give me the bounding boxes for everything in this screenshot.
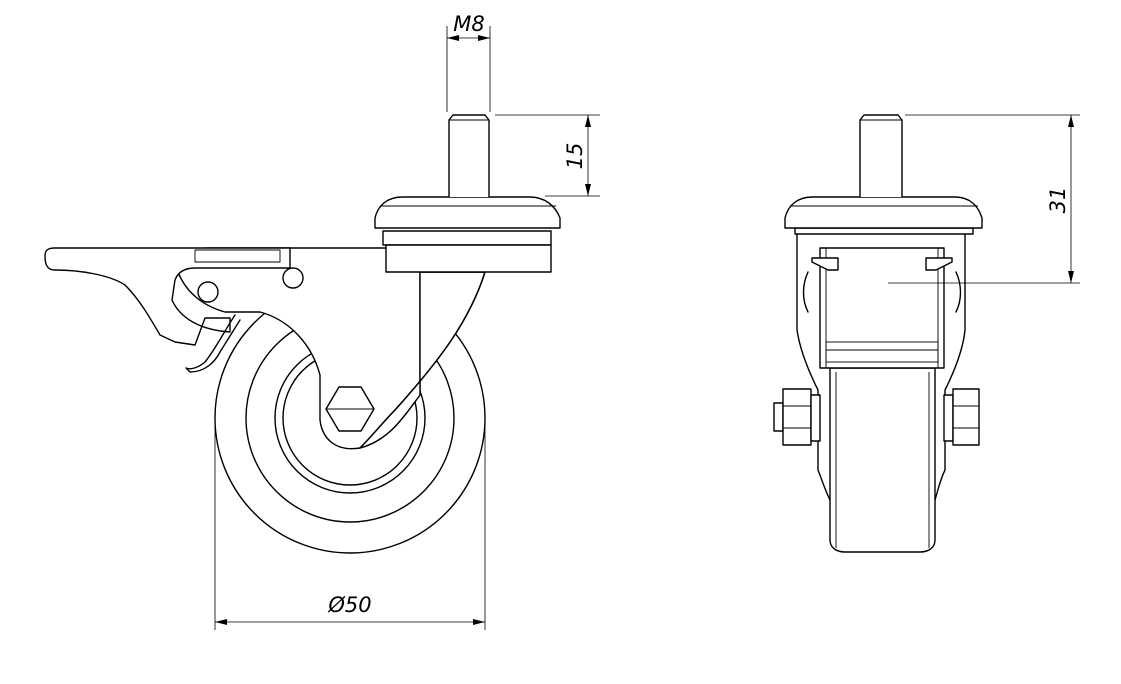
front-wheel (829, 367, 936, 553)
side-stem (448, 114, 490, 197)
front-axle (773, 388, 980, 446)
side-pivot-hole-1 (197, 281, 219, 303)
side-pivot-hole-2 (282, 267, 304, 289)
front-inner-bracket (802, 247, 962, 369)
side-brake-spring (185, 314, 241, 373)
dimension-offset-label: 31 (1046, 187, 1070, 214)
dimension-thread: M8 (446, 12, 491, 112)
side-view (44, 114, 561, 554)
front-stem (859, 114, 903, 197)
dimension-wheel-diameter: Ø50 (214, 420, 486, 630)
front-top-plate (784, 196, 983, 235)
side-top-plate (374, 196, 561, 273)
dimension-stem-length-label: 15 (563, 143, 587, 170)
dimension-stem-length: 15 (495, 114, 600, 197)
dimension-thread-label: M8 (453, 12, 484, 36)
dimension-wheel-diameter-label: Ø50 (327, 593, 371, 617)
front-view (773, 114, 983, 553)
side-brake-pedal (44, 247, 291, 346)
dimension-offset: 31 (888, 114, 1080, 284)
